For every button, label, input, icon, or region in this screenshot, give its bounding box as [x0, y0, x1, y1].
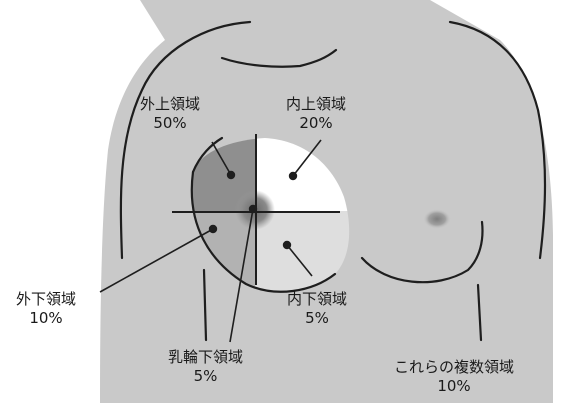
subareolar-percent: 5%	[168, 367, 243, 386]
inner-lower-name: 内下領域	[287, 290, 347, 309]
label-inner-lower: 内下領域 5%	[287, 290, 347, 328]
inner-lower-dot	[284, 242, 291, 249]
subareolar-dot	[250, 206, 257, 213]
multiple-percent: 10%	[394, 377, 514, 396]
outer-lower-name: 外下領域	[16, 290, 76, 309]
inner-upper-dot	[290, 173, 297, 180]
label-outer-upper: 外上領域 50%	[140, 95, 200, 133]
inner-lower-percent: 5%	[287, 309, 347, 328]
multiple-name: これらの複数領域	[394, 358, 514, 377]
outer-upper-dot	[228, 172, 235, 179]
subareolar-name: 乳輪下領域	[168, 348, 243, 367]
label-outer-lower: 外下領域 10%	[16, 290, 76, 328]
inner-upper-name: 内上領域	[286, 95, 346, 114]
label-subareolar: 乳輪下領域 5%	[168, 348, 243, 386]
label-inner-upper: 内上領域 20%	[286, 95, 346, 133]
outer-lower-dot	[210, 226, 217, 233]
outer-lower-percent: 10%	[16, 309, 76, 328]
left-areola	[423, 209, 451, 229]
inner-upper-percent: 20%	[286, 114, 346, 133]
label-multiple: これらの複数領域 10%	[394, 358, 514, 396]
outer-upper-name: 外上領域	[140, 95, 200, 114]
outer-upper-percent: 50%	[140, 114, 200, 133]
